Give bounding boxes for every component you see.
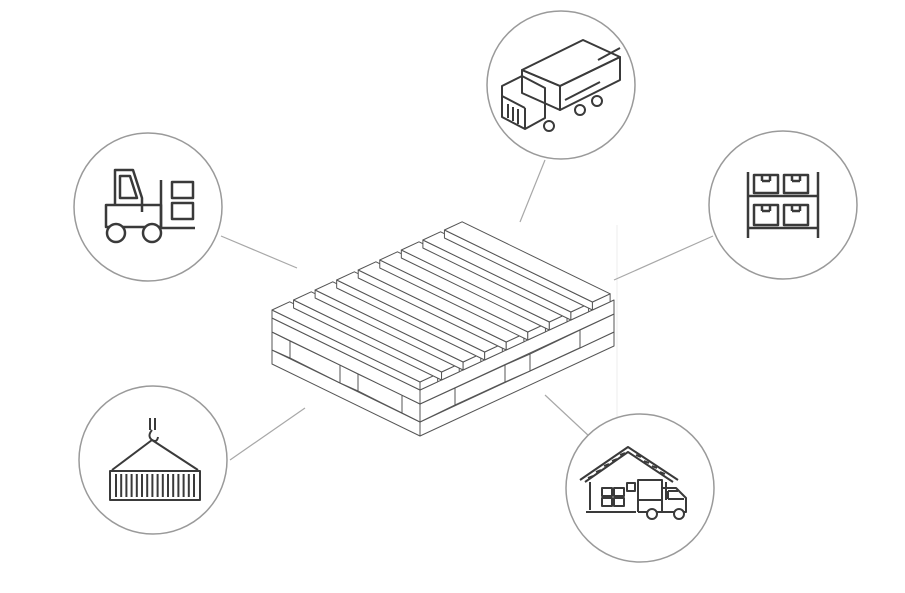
shelving-node <box>708 130 858 280</box>
container-ribs <box>115 474 195 497</box>
container-circle <box>78 385 228 535</box>
pallet-plank <box>443 221 611 303</box>
pallet-edge <box>289 357 341 384</box>
connector-shelving <box>613 235 714 281</box>
pallet-top-deck <box>271 221 611 391</box>
delivery-truck-icon <box>501 39 621 132</box>
forklift-icon <box>104 168 195 244</box>
pallet-edge <box>357 390 403 414</box>
pallet-illustration <box>271 221 615 437</box>
connectors <box>220 159 714 461</box>
connector-forklift <box>220 235 298 269</box>
forklift-node <box>73 132 223 282</box>
container-node <box>78 385 228 535</box>
pallet-edge <box>529 347 581 372</box>
connector-warehouse <box>544 394 591 438</box>
warehouse-loading-icon <box>579 446 687 520</box>
connector-truck <box>519 159 546 223</box>
warehouse-circle <box>565 413 715 563</box>
crane-container-icon <box>109 418 201 501</box>
warehouse-shelving-icon <box>746 172 820 238</box>
forklift-circle <box>73 132 223 282</box>
warehouse-node <box>565 413 715 563</box>
truck-node <box>486 10 636 160</box>
connector-container <box>229 407 306 461</box>
pallet-edge <box>454 381 506 406</box>
